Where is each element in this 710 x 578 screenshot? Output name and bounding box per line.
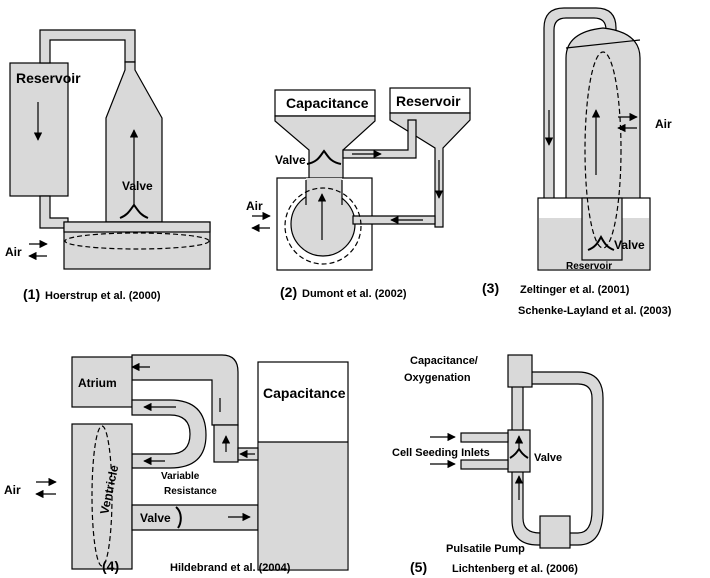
caption-3b: Schenke-Layland et al. (2003): [518, 305, 672, 317]
inlet-bottom-5: [460, 459, 509, 470]
caption-1: Hoerstrup et al. (2000): [45, 290, 161, 302]
tube-1-left: [39, 195, 69, 229]
air-label-3: Air: [655, 117, 672, 131]
valve-label-3: Valve: [614, 238, 645, 252]
resistance-4: [213, 424, 239, 463]
ventricle-4: [71, 423, 133, 570]
valve-label-5: Valve: [534, 452, 562, 464]
resistance-label-4b: Resistance: [164, 486, 217, 497]
reservoir-label-2: Reservoir: [396, 93, 461, 109]
capacitance-label-5b: Oxygenation: [404, 372, 471, 384]
inlet-top-5: [460, 432, 509, 443]
atrium-4: [71, 356, 133, 408]
caption-num-1: (1): [23, 286, 40, 302]
pump-5: [539, 515, 571, 549]
reservoir-funnel-2: [389, 112, 471, 228]
reservoir-label-3: Reservoir: [566, 261, 612, 272]
capacitance-funnel-2: [274, 115, 376, 181]
reservoir-label-1: Reservoir: [16, 70, 81, 86]
capacitance-label-5a: Capacitance/: [410, 355, 478, 367]
capacitance-label-2: Capacitance: [286, 95, 369, 111]
panel-4: [71, 354, 349, 571]
caption-5: Lichtenberg et al. (2006): [452, 563, 578, 575]
air-label-1: Air: [5, 245, 22, 259]
panel-3: [537, 7, 651, 271]
cell-seeding-label-5: Cell Seeding Inlets: [392, 447, 490, 459]
caption-2: Dumont et al. (2002): [302, 288, 407, 300]
air-label-4: Air: [4, 483, 21, 497]
valve-label-4: Valve: [140, 511, 171, 525]
caption-num-5: (5): [410, 559, 427, 575]
panel-1: [9, 29, 211, 270]
top-tube-4: [131, 354, 239, 426]
membrane-1: [64, 232, 210, 250]
caption-num-4: (4): [102, 558, 119, 574]
pump-label-5: Pulsatile Pump: [446, 543, 525, 555]
valve-label-2: Valve: [275, 153, 306, 167]
atrium-label-4: Atrium: [78, 376, 117, 390]
caption-num-3: (3): [482, 280, 499, 296]
caption-3a: Zeltinger et al. (2001): [520, 284, 630, 296]
panel-2: [274, 87, 471, 271]
resistance-label-4a: Variable: [161, 471, 200, 482]
tube-1: [39, 29, 136, 64]
capacitance-label-4: Capacitance: [263, 385, 346, 401]
caption-num-2: (2): [280, 284, 297, 300]
u-tube-4: [131, 399, 207, 469]
valve-label-1: Valve: [122, 179, 153, 193]
reservoir-1: [9, 62, 69, 197]
capacitance-5: [507, 354, 533, 388]
caption-4: Hildebrand et al. (2004): [170, 562, 291, 574]
air-label-2: Air: [246, 199, 263, 213]
panel-5: [460, 354, 604, 549]
valve-body-5: [507, 429, 531, 473]
